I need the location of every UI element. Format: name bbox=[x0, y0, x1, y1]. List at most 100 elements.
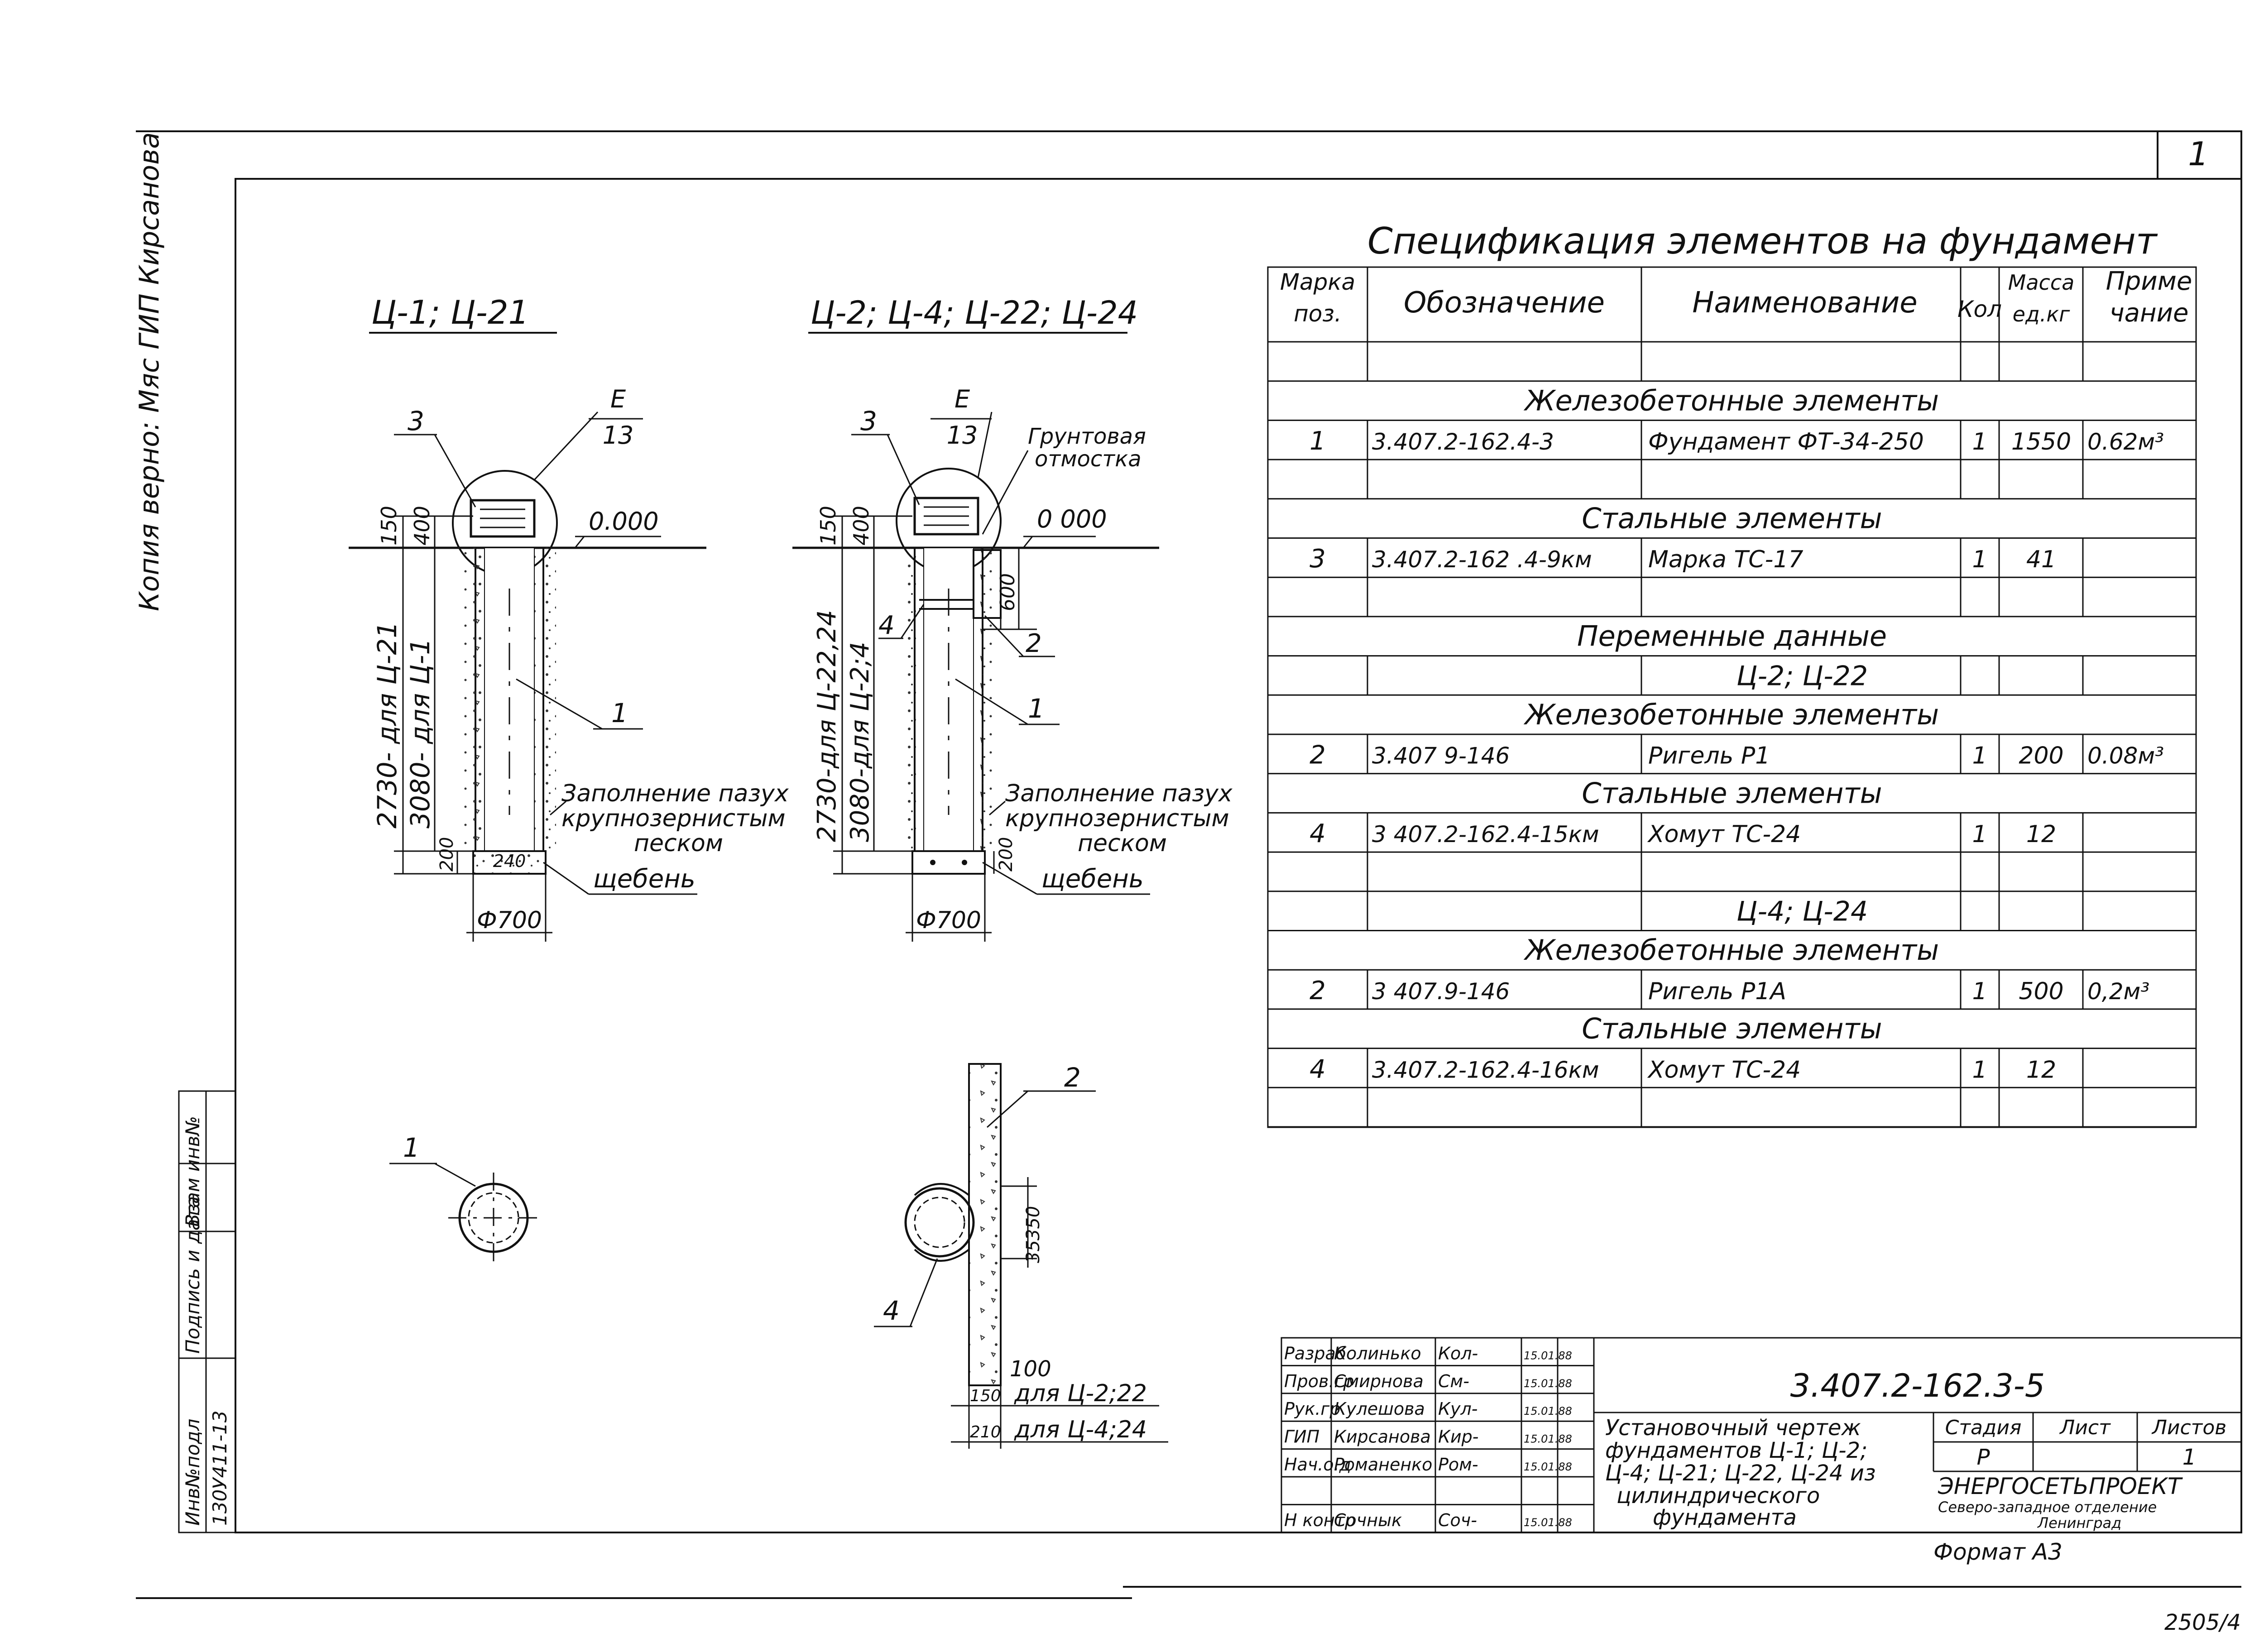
d1-gravel: щебень bbox=[593, 864, 696, 894]
header-marka-2: поз. bbox=[1294, 301, 1342, 327]
spec-cell-pos: 1 bbox=[1309, 426, 1326, 456]
header-prim-2: чание bbox=[2110, 298, 2189, 328]
stamp-sign: Соч- bbox=[1438, 1510, 1477, 1530]
stamp-role: Пров.гр bbox=[1284, 1371, 1354, 1391]
d2-pos-3: 3 bbox=[860, 406, 877, 436]
plan2-pos-4: 4 bbox=[883, 1295, 900, 1326]
stamp-code: 3.407.2-162.3-5 bbox=[1790, 1367, 2045, 1404]
header-massa-1: Масса bbox=[2008, 270, 2075, 295]
stamp-sheets: 1 bbox=[2182, 1445, 2197, 1470]
plan1-pos: 1 bbox=[403, 1132, 420, 1163]
d2-diam: Ф700 bbox=[916, 907, 981, 934]
stamp-org-sub-1: Северо-западное отделение bbox=[1938, 1499, 2157, 1516]
spec-cell-oboznachenie: 3.407.2-162.4-16км bbox=[1372, 1057, 1599, 1083]
stamp-date: 15.01.88 bbox=[1524, 1377, 1572, 1390]
plan-2: 350 35 2 4 100 150 210 для Ц-2;22 для Ц-… bbox=[874, 1062, 1168, 1449]
stamp-title-2: фундаментов Ц-1; Ц-2; bbox=[1605, 1438, 1867, 1463]
spec-cell-massa: 500 bbox=[2019, 978, 2063, 1005]
d1-node-letter: Е bbox=[610, 385, 626, 413]
spec-section-title: Стальные элементы bbox=[1582, 1012, 1882, 1045]
spec-cell-pos: 2 bbox=[1309, 976, 1326, 1006]
plan2-note-2: для Ц-4;24 bbox=[1014, 1416, 1147, 1443]
header-prim-1: Приме bbox=[2106, 267, 2192, 296]
spec-cell-massa: 200 bbox=[2019, 742, 2063, 770]
stamp-name: Сочнык bbox=[1334, 1510, 1402, 1530]
spec-cell-massa: 41 bbox=[2026, 546, 2056, 573]
header-naimenovanie: Наименование bbox=[1692, 286, 1917, 320]
d2-dim-3080: 3080-для Ц-2;4 bbox=[845, 642, 875, 842]
spec-variant-title: Ц-2; Ц-22 bbox=[1736, 660, 1868, 692]
d2-ground-2: отмостка bbox=[1035, 446, 1142, 472]
stamp-date: 15.01.88 bbox=[1524, 1405, 1572, 1417]
stamp-name: Кирсанова bbox=[1334, 1427, 1431, 1447]
spec-section-title: Железобетонные элементы bbox=[1523, 698, 1939, 731]
stamp-date: 15.01.88 bbox=[1524, 1433, 1572, 1446]
stamp-sign: Кол- bbox=[1438, 1343, 1478, 1363]
stamp-sheet-label: Лист bbox=[2059, 1416, 2111, 1439]
d1-dim-200: 200 bbox=[436, 837, 457, 871]
d1-dim-400: 400 bbox=[410, 506, 434, 546]
left-strip bbox=[178, 1090, 236, 1533]
d2-pos-4: 4 bbox=[878, 611, 895, 640]
spec-cell-oboznachenie: 3 407.2-162.4-15км bbox=[1372, 821, 1599, 848]
stamp-sign: Ром- bbox=[1438, 1455, 1478, 1475]
spec-cell-kol: 1 bbox=[1972, 1056, 1987, 1083]
plan2-pos-2: 2 bbox=[1064, 1062, 1081, 1093]
stamp-role: Разраб bbox=[1284, 1343, 1346, 1363]
d2-dim-400: 400 bbox=[849, 506, 873, 546]
d2-ground-1: Грунтовая bbox=[1028, 424, 1146, 449]
spec-cell-prim: 0.08м³ bbox=[2087, 743, 2164, 769]
spec-cell-naimenovanie: Хомут ТС-24 bbox=[1647, 1056, 1801, 1083]
stamp-name: Колинько bbox=[1334, 1343, 1421, 1363]
spec-cell-massa: 12 bbox=[2026, 1056, 2056, 1083]
d2-node-letter: Е bbox=[955, 385, 970, 413]
stamp-sign: Кир- bbox=[1438, 1427, 1479, 1447]
d2-dim-150: 150 bbox=[816, 506, 840, 546]
d2-fill-note-2: крупнозернистым bbox=[1005, 805, 1229, 832]
d2-gravel: щебень bbox=[1041, 864, 1144, 894]
plan2-dim-350: 350 bbox=[1023, 1206, 1044, 1240]
stamp-title-3: Ц-4; Ц-21; Ц-22, Ц-24 из bbox=[1605, 1460, 1875, 1486]
stamp-title-4: цилиндрического bbox=[1616, 1483, 1820, 1508]
spec-cell-pos: 2 bbox=[1309, 741, 1326, 770]
spec-cell-kol: 1 bbox=[1972, 428, 1987, 455]
d2-node-number: 13 bbox=[947, 421, 978, 450]
spec-cell-kol: 1 bbox=[1972, 742, 1987, 770]
sheet-number: 1 bbox=[2188, 135, 2209, 173]
spec-section-title: Стальные элементы bbox=[1582, 776, 1882, 809]
spec-cell-oboznachenie: 3.407.2-162.4-3 bbox=[1372, 429, 1554, 455]
strip-sign-label: Подпись и дата bbox=[182, 1196, 204, 1354]
stamp-name: Романенко bbox=[1334, 1455, 1432, 1475]
spec-cell-kol: 1 bbox=[1972, 978, 1987, 1005]
sheet-frame bbox=[136, 130, 2242, 1533]
spec-cell-oboznachenie: 3.407 9-146 bbox=[1372, 743, 1510, 769]
stamp-date: 15.01.88 bbox=[1524, 1460, 1572, 1473]
stamp-name: Кулешова bbox=[1334, 1399, 1425, 1419]
header-oboznachenie: Обозначение bbox=[1404, 286, 1605, 320]
stamp-org: ЭНЕРГОСЕТЬПРОЕКТ bbox=[1938, 1473, 2183, 1499]
stamp-name: Смирнова bbox=[1334, 1371, 1424, 1391]
bottom-code: 2505/4 bbox=[2164, 1610, 2241, 1635]
plan2-dim-210: 210 bbox=[970, 1423, 1001, 1441]
d1-fill-note-2: крупнозернистым bbox=[561, 805, 786, 832]
spec-cell-massa: 1550 bbox=[2011, 428, 2071, 455]
format-label: Формат А3 bbox=[1933, 1539, 2063, 1565]
spec-section-title: Железобетонные элементы bbox=[1523, 384, 1939, 417]
d2-gravel-layer bbox=[911, 850, 986, 875]
copy-note: Копия верно: Мяс ГИП Кирсанова bbox=[134, 132, 165, 611]
spec-cell-prim: 0,2м³ bbox=[2087, 978, 2149, 1005]
d1-cap-mark bbox=[470, 499, 536, 538]
plan-1: 1 bbox=[389, 1132, 539, 1263]
d2-dim-600: 600 bbox=[996, 573, 1019, 611]
drawing-2: Ц-2; Ц-4; Ц-22; Ц-24 0 000 Грунтовая отм… bbox=[792, 294, 1233, 942]
header-massa-2: ед.кг bbox=[2013, 302, 2071, 326]
bottom-lines bbox=[136, 1586, 2241, 1599]
spec-cell-pos: 3 bbox=[1309, 544, 1326, 574]
d1-diam: Ф700 bbox=[477, 907, 542, 934]
d1-gravel-layer bbox=[472, 850, 547, 875]
stamp-role: Н контр bbox=[1284, 1510, 1356, 1530]
stamp-role: Нач.о.д bbox=[1284, 1455, 1351, 1475]
spec-section-title: Переменные данные bbox=[1577, 620, 1887, 653]
